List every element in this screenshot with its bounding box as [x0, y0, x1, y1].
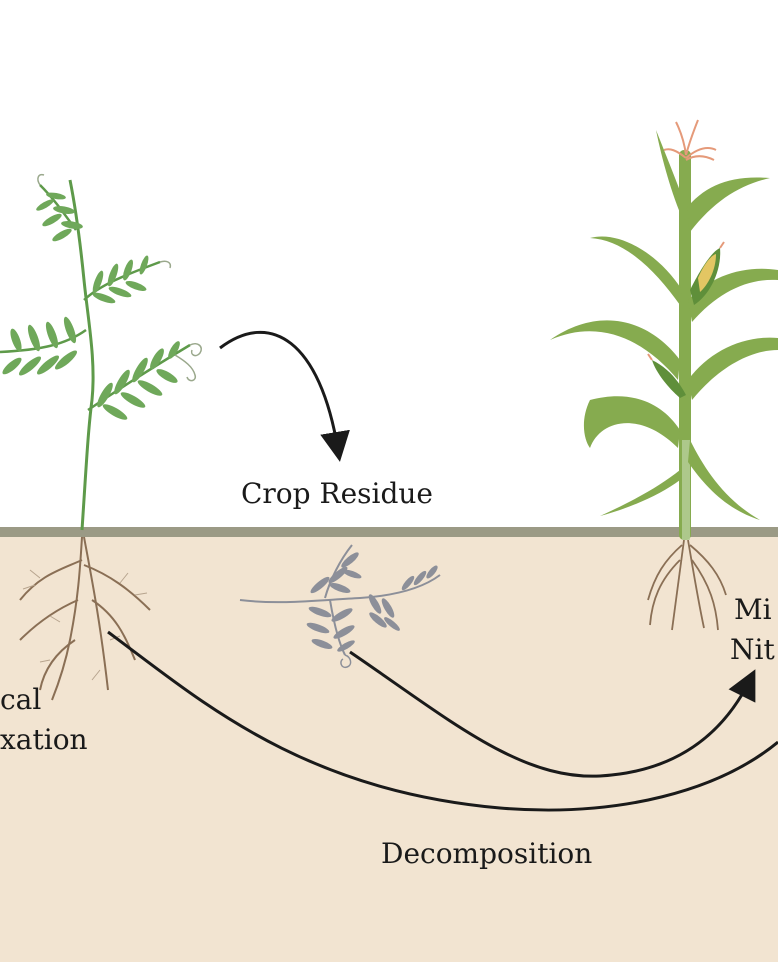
corn-plant-icon — [550, 119, 778, 631]
label-nitrogen-line2: Nit — [730, 633, 775, 666]
arrow-icon — [107, 330, 778, 812]
arrow-residue-to-nitrogen — [349, 650, 756, 778]
ground-line — [0, 527, 778, 537]
label-decomposition: Decomposition — [381, 837, 593, 870]
label-fixation-line2: xation — [0, 723, 88, 756]
arrow-to-residue — [219, 330, 350, 462]
arrow-roots-to-nitrogen — [107, 630, 778, 812]
label-nitrogen-line1: Mi — [734, 593, 772, 626]
label-crop-residue: Crop Residue — [241, 477, 433, 510]
label-fixation-line1: cal — [0, 683, 42, 716]
vetch-plant-icon — [0, 173, 202, 701]
soil — [0, 536, 778, 962]
residue-icon — [239, 544, 441, 669]
